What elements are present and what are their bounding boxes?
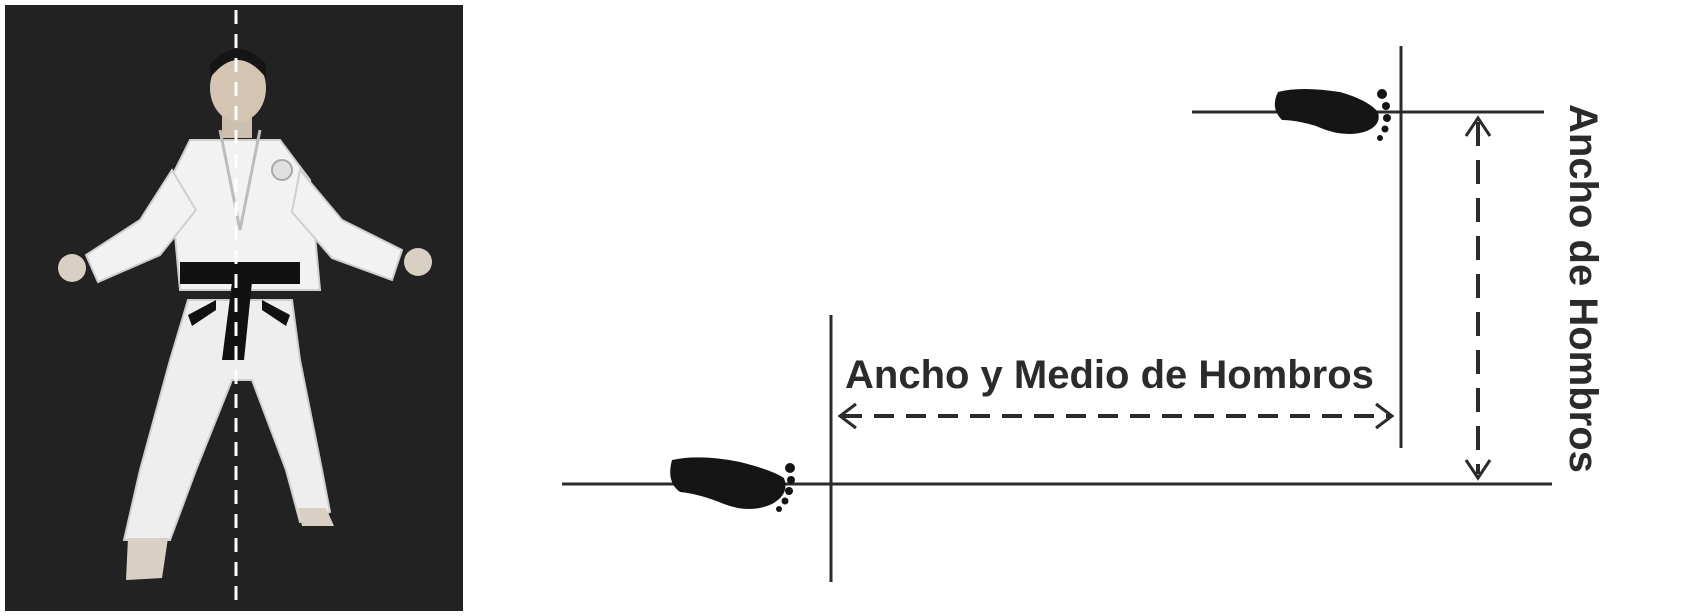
front-foot-icon: [1274, 89, 1391, 141]
foot-position-diagram: Ancho y Medio de Hombros Ancho de Hombro…: [562, 46, 1605, 582]
rear-foot-icon: [670, 457, 795, 512]
stance-photo: [5, 5, 463, 611]
martial-artist-figure-icon: [58, 49, 432, 580]
horizontal-distance-arrow: [837, 402, 1395, 430]
vertical-distance-label: Ancho de Hombros: [1561, 104, 1605, 473]
vertical-distance-arrow: [1464, 115, 1492, 481]
horizontal-distance-label: Ancho y Medio de Hombros: [845, 353, 1374, 397]
